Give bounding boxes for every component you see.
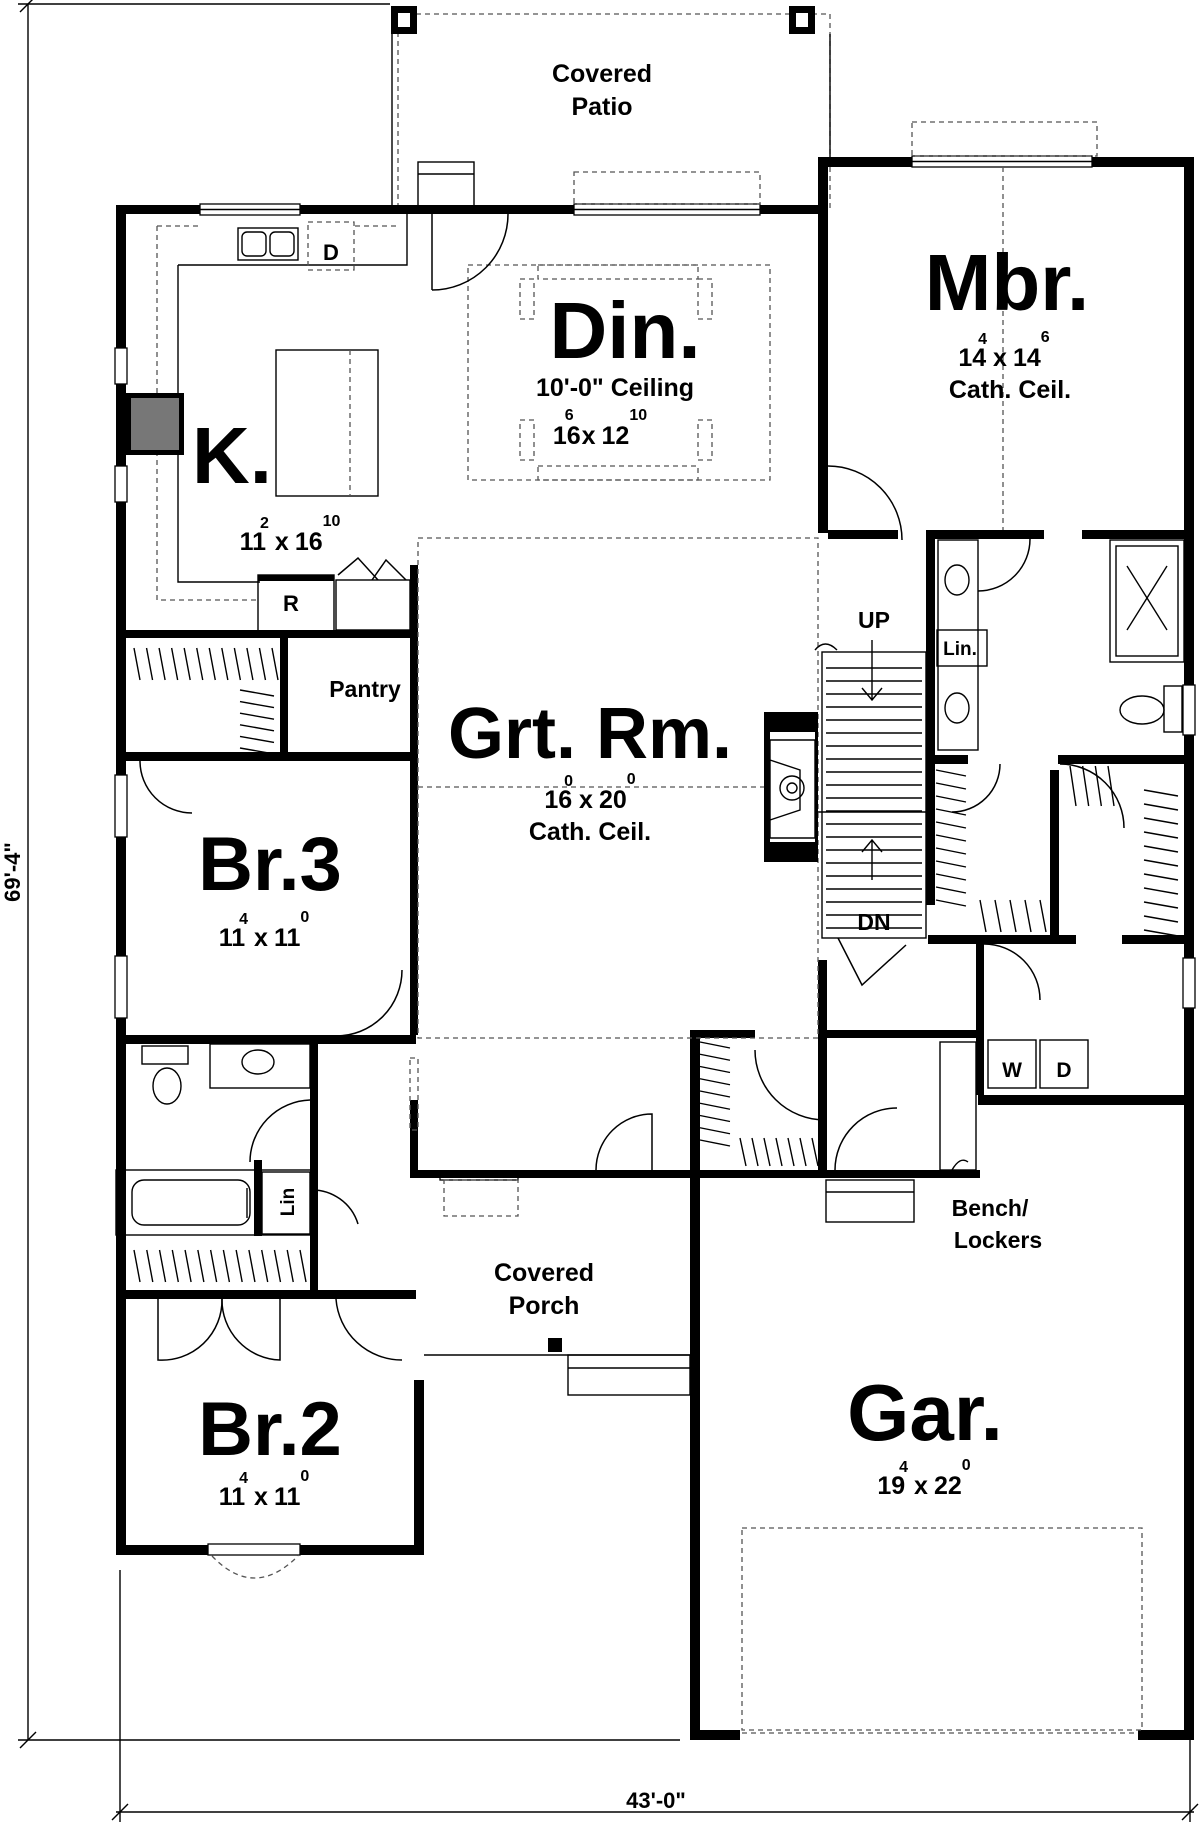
covered-patio-label-line1: Covered [552,60,652,88]
garage-door [741,1527,1143,1734]
closet-hanger-hatch [699,1041,731,1147]
dining-ceiling-detail [431,213,771,481]
master-ceiling-note: Cath. Ceil. [949,376,1071,404]
garage-name: Gar. [847,1368,1003,1457]
linen-hall-label: Lin [278,1188,299,1217]
covered-porch-label-line1: Covered [494,1259,594,1287]
master-bedroom-name: Mbr. [925,238,1089,327]
dryer-label: D [1056,1059,1071,1082]
linen-master-label: Lin. [943,639,977,660]
closet-hanger-hatch [1143,789,1179,937]
closet-hanger-hatch [1069,765,1115,807]
bath-and-bedroom-detail [115,760,691,1396]
great-room-detail [417,537,819,1039]
dining-room-name: Din. [549,286,700,375]
kitchen-cabinets [126,214,411,636]
closet-hanger-hatch [133,647,279,681]
refrigerator-label: R [283,591,299,616]
closet-hanger-hatch [133,1249,307,1283]
closet-hanger-hatch [239,689,275,755]
closet-hatching [133,647,1179,1283]
stairs [814,640,930,987]
bench-lockers-label-line1: Bench/ [952,1195,1029,1221]
bench-lockers-label-line2: Lockers [954,1227,1042,1253]
great-room-name: Grt. Rm. [448,694,732,774]
pantry-name: Pantry [329,676,401,702]
covered-patio [391,6,831,211]
dimension-lines [18,0,1199,1822]
stairs-down-label: DN [857,909,890,935]
kitchen-name: K. [192,411,272,500]
stairs-up-label: UP [858,607,890,633]
bedroom3-name: Br.3 [198,822,342,907]
covered-patio-label-line2: Patio [571,93,632,121]
overall-depth-label: 69'-4" [0,842,25,902]
master-suite-detail [827,167,1185,1001]
dining-ceiling-note: 10'-0" Ceiling [536,374,694,402]
laundry-detail [754,1039,1089,1223]
covered-porch-label-line2: Porch [509,1292,580,1320]
washer-label: W [1002,1059,1022,1082]
bedroom2-name: Br.2 [198,1387,342,1472]
dishwasher-label: D [323,240,339,265]
closet-hanger-hatch [979,899,1047,933]
closet-hanger-hatch [935,769,967,907]
overall-width-label: 43'-0" [626,1788,686,1813]
windows [114,121,1196,1579]
closet-hanger-hatch [739,1137,819,1167]
great-room-ceiling-note: Cath. Ceil. [529,818,651,846]
interior-walls [116,468,1184,1299]
